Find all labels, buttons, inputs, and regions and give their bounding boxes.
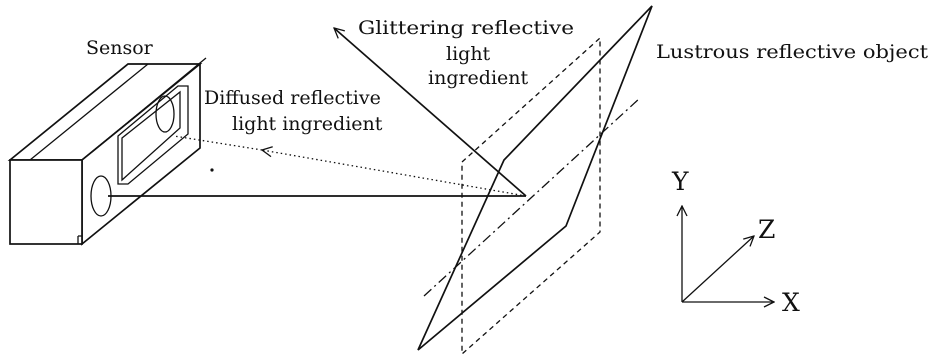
sensor-window [121, 90, 181, 182]
coordinate-axes: Y X Z [671, 167, 800, 317]
glittering-reflection-ray [334, 28, 527, 197]
y-axis-label: Y [671, 167, 689, 196]
z-axis [681, 236, 754, 303]
diffused-reflection-ray [262, 150, 527, 197]
sensor-notch [77, 235, 82, 244]
glittering-label-line1: Glittering reflective [358, 17, 574, 39]
lustrous-object [417, 5, 653, 351]
z-axis-label: Z [758, 215, 775, 244]
glittering-label-line2: light [446, 43, 491, 65]
sensor-window-rim [117, 85, 189, 185]
reference-plane [461, 36, 601, 354]
sensor-label: Sensor [86, 37, 154, 59]
diffused-label-line1: Diffused reflective [204, 87, 381, 109]
scatter-speck [210, 168, 214, 172]
sensor-front-face [9, 159, 83, 245]
object-label: Lustrous reflective object [656, 41, 928, 63]
glittering-label-line3: ingredient [428, 67, 529, 89]
sensor-groove [29, 57, 207, 161]
diffused-reflection-ray-tail [173, 135, 263, 151]
x-axis-label: X [782, 288, 800, 317]
receiver-lens [155, 95, 175, 133]
object-normal-axis [423, 97, 641, 297]
sensor-body [7, 57, 207, 246]
diffused-label-line2: light ingredient [232, 113, 383, 135]
